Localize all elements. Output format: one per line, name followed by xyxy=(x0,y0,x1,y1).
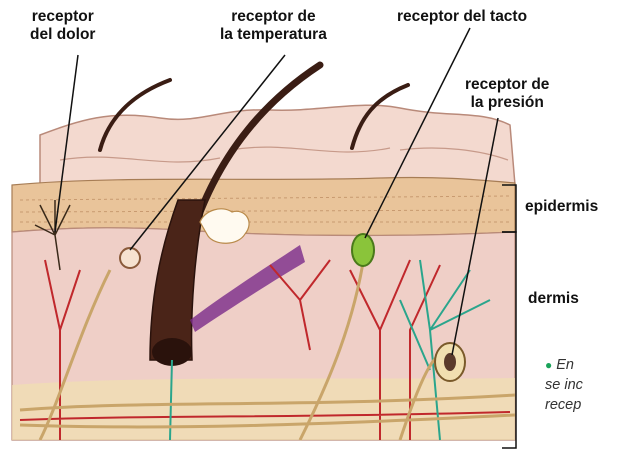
touch-receptor-label: receptor del tacto xyxy=(397,8,527,26)
pressure-receptor-label-line2: la presión xyxy=(465,94,549,112)
pain-receptor-label-line2: del dolor xyxy=(30,26,95,44)
temperature-receptor-label-line2: la temperatura xyxy=(220,26,327,44)
temperature-receptor-label: receptor de la temperatura xyxy=(220,8,327,44)
pain-receptor-label: receptor del dolor xyxy=(30,8,95,44)
pressure-receptor-label-line1: receptor de xyxy=(465,76,549,94)
touch-receptor xyxy=(352,234,374,266)
epidermis-label: epidermis xyxy=(525,198,598,216)
caption-line-2: se inc xyxy=(545,375,637,395)
pressure-receptor-label: receptor de la presión xyxy=(465,76,549,112)
pressure-receptor-core xyxy=(444,353,456,371)
figure-caption: ●En se inc recep xyxy=(545,355,637,415)
caption-line-1: ●En xyxy=(545,355,637,375)
dermis-label: dermis xyxy=(528,290,579,308)
caption-bullet-icon: ● xyxy=(545,358,552,372)
epidermis-layer xyxy=(12,177,515,235)
temperature-receptor xyxy=(120,248,140,268)
temperature-receptor-label-line1: receptor de xyxy=(220,8,327,26)
caption-line-3: recep xyxy=(545,395,637,415)
pain-receptor-label-line1: receptor xyxy=(30,8,95,26)
